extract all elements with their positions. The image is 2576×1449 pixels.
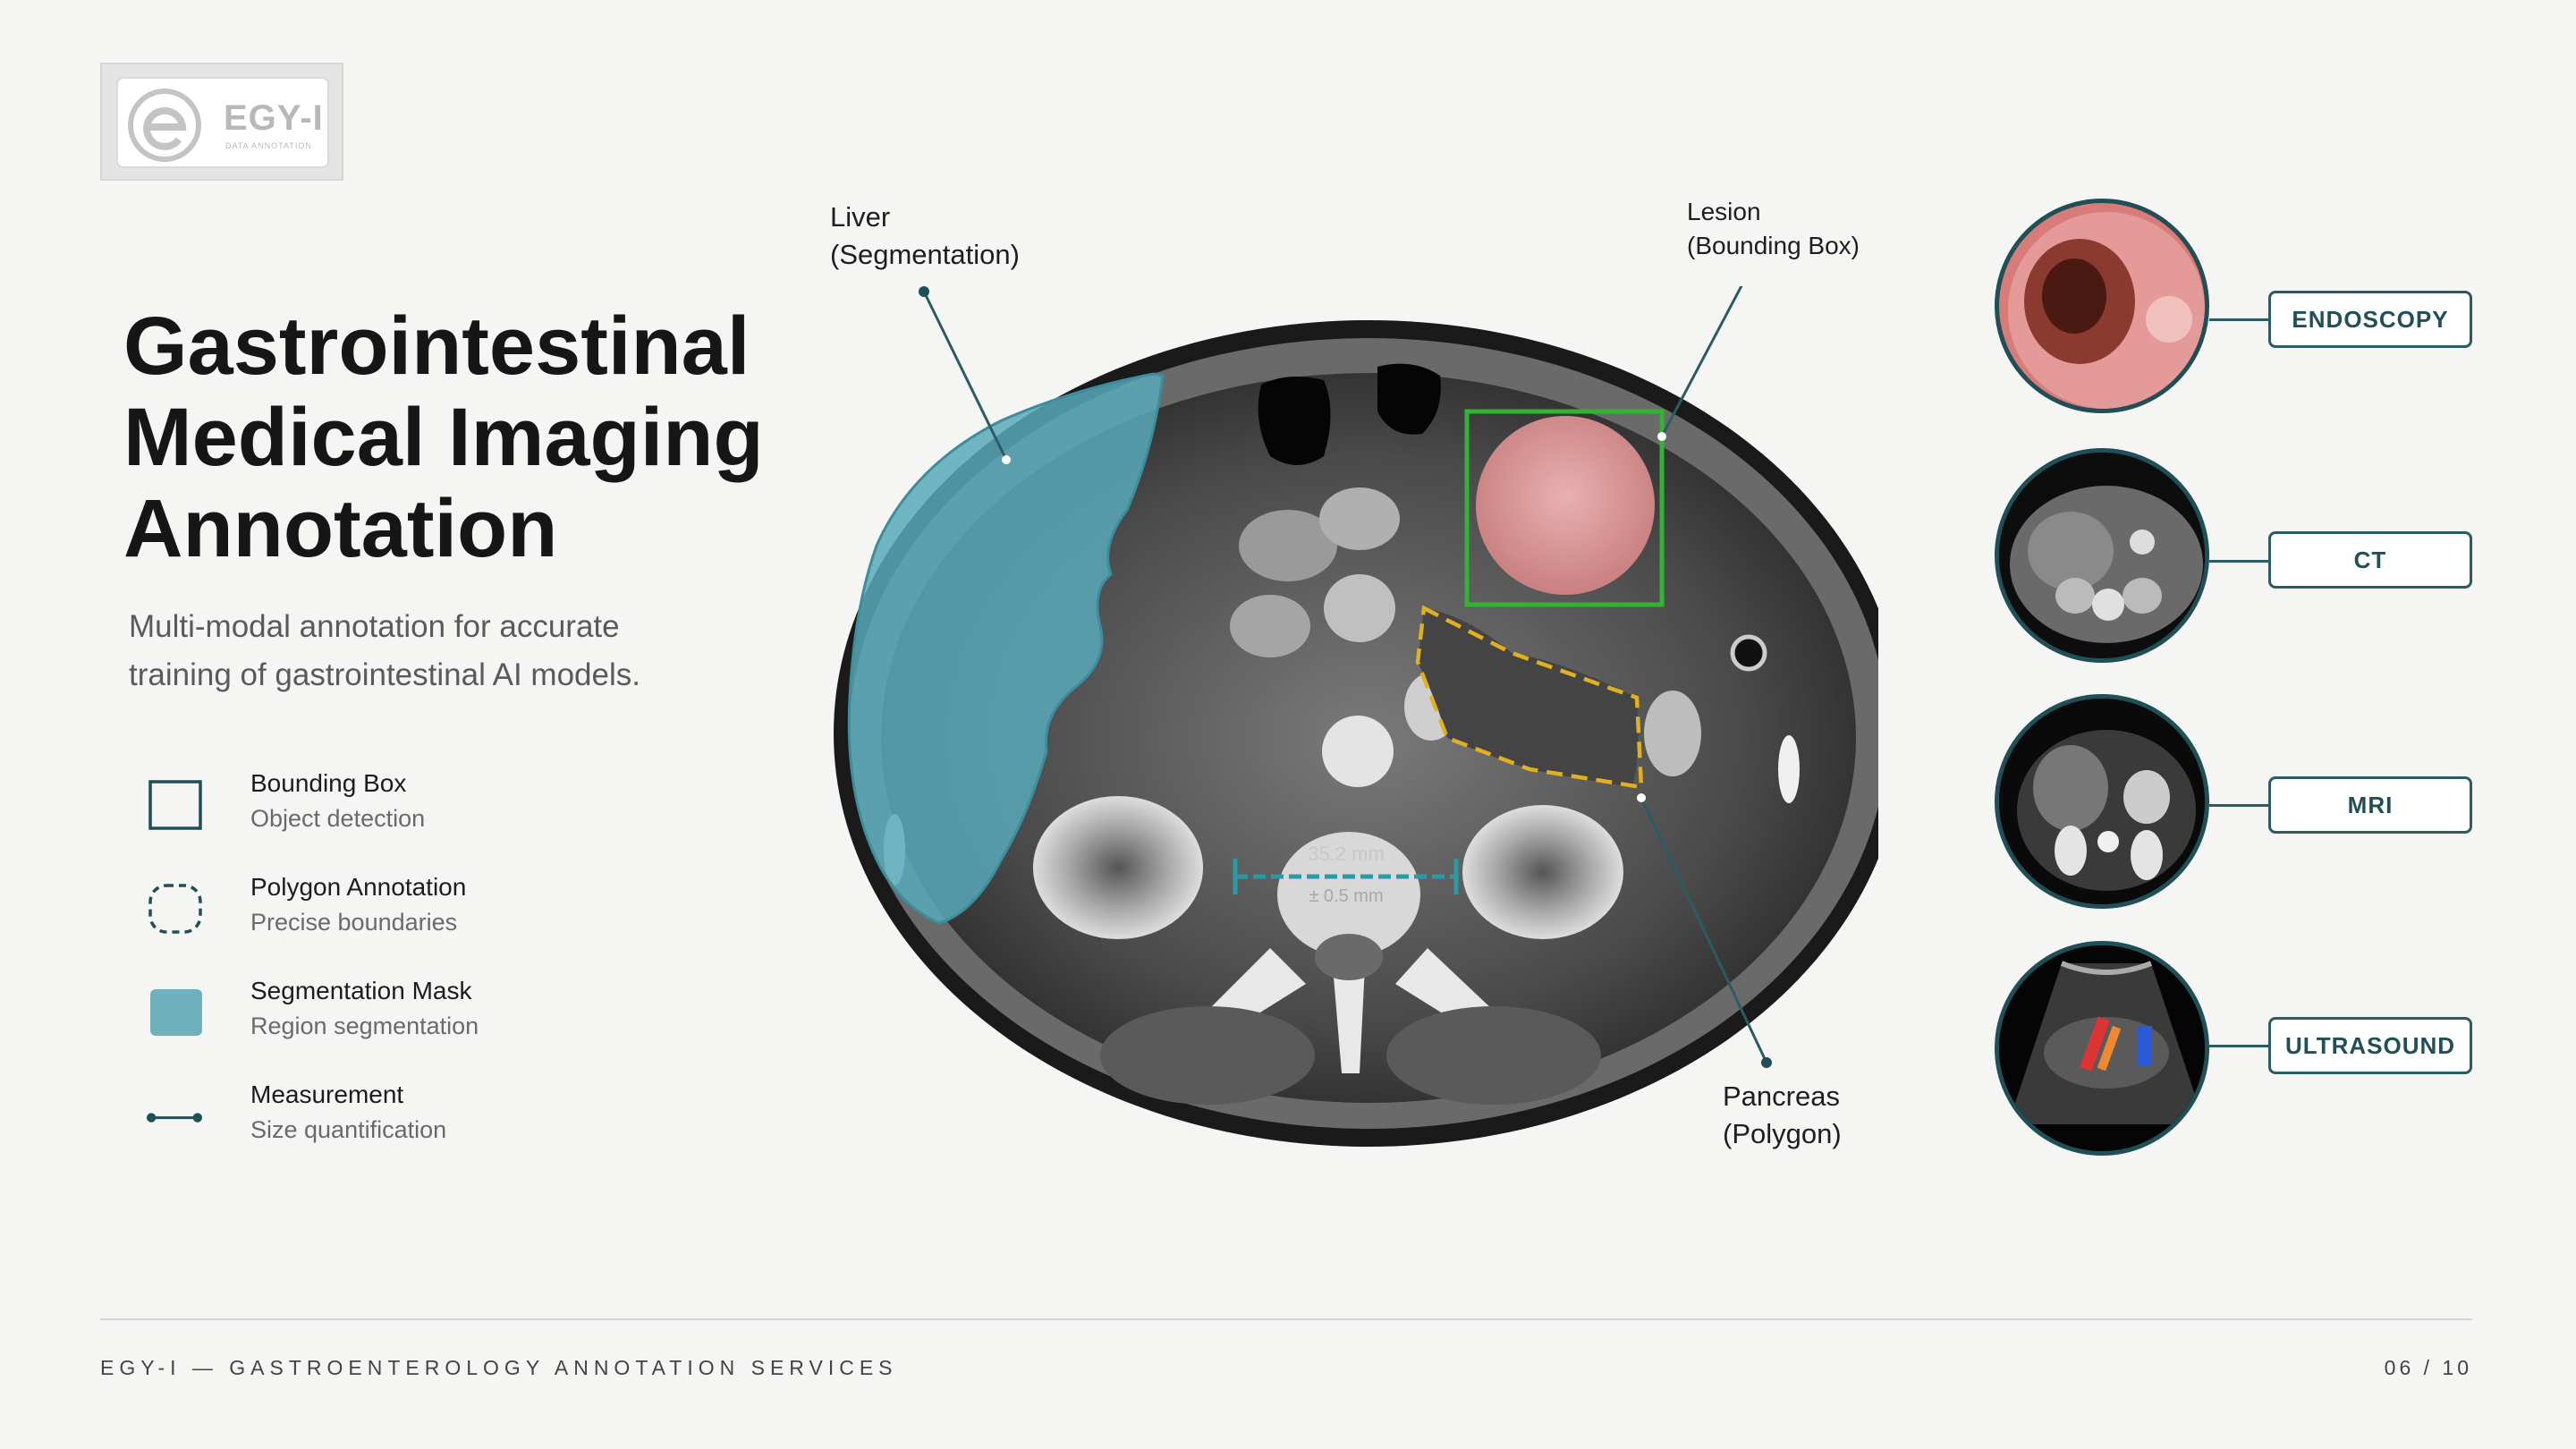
ct-left-kidney: [1462, 805, 1623, 939]
leader-dot: [1002, 455, 1011, 464]
leader-dot: [1657, 432, 1666, 441]
ct-spinal-canal: [1315, 934, 1383, 980]
callout-title: Lesion: [1687, 198, 1761, 225]
ct-spleen: [1644, 691, 1701, 776]
company-logo: EGY-I DATA ANNOTATION: [100, 63, 343, 181]
ct-bowel-loop: [1324, 574, 1395, 642]
leader-dot: [1761, 1057, 1772, 1068]
legend-desc: Size quantification: [250, 1116, 447, 1143]
ultrasound-thumbnail-image: [1999, 945, 2205, 1151]
ct-bowel-gas: [1258, 377, 1331, 465]
modality-connector: [2209, 560, 2270, 563]
ct-right-kidney: [1033, 796, 1203, 939]
modality-label-ultrasound[interactable]: ULTRASOUND: [2268, 1017, 2472, 1074]
logo-icon: [128, 89, 201, 162]
callout-title: Pancreas: [1723, 1080, 1840, 1112]
liver-segmentation-mask[interactable]: [847, 372, 1165, 925]
annotation-legend: Bounding Box Object detection Polygon An…: [143, 766, 644, 1181]
title-line-1: Gastrointestinal: [123, 301, 750, 392]
subtitle-line-2: training of gastrointestinal AI models.: [129, 657, 640, 692]
ct-colon: [1730, 634, 1767, 672]
legend-desc: Region segmentation: [250, 1013, 479, 1039]
ct-bowel-loop: [1230, 595, 1310, 657]
logo-wordmark: EGY-I: [224, 98, 324, 138]
modality-connector: [2209, 318, 2270, 321]
legend-item-polygon: Polygon Annotation Precise boundaries: [143, 869, 644, 973]
modality-connector: [2209, 804, 2270, 807]
legend-title: Segmentation Mask: [250, 977, 472, 1004]
leader-dot: [919, 286, 929, 297]
page-title: Gastrointestinal Medical Imaging Annotat…: [123, 301, 803, 574]
ct-bowel-gas: [1377, 363, 1441, 435]
pancreas-leader-line: [1640, 797, 1768, 1063]
legend-desc: Object detection: [250, 805, 426, 832]
callout-title: Liver: [830, 201, 891, 233]
ct-muscle: [1100, 1006, 1315, 1105]
bounding-box-icon: [148, 780, 202, 830]
endoscopy-image: [1999, 203, 2205, 409]
modality-label-mri[interactable]: MRI: [2268, 776, 2472, 834]
ct-scan-image: 35.2 mm ± 0.5 mm: [834, 275, 1903, 1147]
ct-bowel-loop: [1319, 487, 1400, 550]
liver-leader-line: [922, 291, 1008, 461]
subtitle-line-1: Multi-modal annotation for accurate: [129, 609, 620, 644]
legend-desc: Precise boundaries: [250, 909, 458, 936]
legend-item-segmentation: Segmentation Mask Region segmentation: [143, 973, 644, 1077]
ct-scan-figure: 35.2 mm ± 0.5 mm: [787, 275, 1903, 1154]
ct-thumbnail[interactable]: [1995, 448, 2209, 663]
logo-badge: EGY-I DATA ANNOTATION: [116, 77, 329, 168]
callout-subtitle: (Polygon): [1723, 1118, 1842, 1149]
footer-divider: [100, 1318, 2472, 1320]
mri-thumbnail-image: [1999, 699, 2205, 904]
liver-callout: Liver (Segmentation): [830, 199, 1020, 274]
footer-caption: EGY-I — GASTROENTEROLOGY ANNOTATION SERV…: [100, 1356, 898, 1379]
legend-item-measurement: Measurement Size quantification: [143, 1077, 644, 1181]
title-line-2: Medical Imaging: [123, 392, 764, 483]
measurement-value: 35.2 mm: [1308, 843, 1385, 865]
callout-subtitle: (Bounding Box): [1687, 232, 1860, 259]
measurement-uncertainty: ± 0.5 mm: [1309, 886, 1383, 906]
leader-dot: [1637, 793, 1646, 802]
ct-vertebra: [1277, 832, 1420, 957]
mri-thumbnail[interactable]: [1995, 694, 2209, 909]
page-number: 06 / 10: [2384, 1356, 2472, 1379]
pancreas: [1418, 608, 1639, 787]
measurement-icon: [147, 1113, 202, 1123]
ct-aorta: [1322, 716, 1394, 787]
logo-tagline: DATA ANNOTATION: [225, 141, 312, 150]
lesion-callout: Lesion (Bounding Box): [1687, 195, 1860, 263]
modality-label-endoscopy[interactable]: ENDOSCOPY: [2268, 291, 2472, 348]
modality-connector: [2209, 1045, 2270, 1047]
legend-title: Measurement: [250, 1080, 404, 1108]
ct-muscle: [1386, 1006, 1601, 1105]
pancreas-callout: Pancreas (Polygon): [1723, 1078, 1842, 1153]
lesion: [1476, 416, 1655, 595]
ct-spinous-process: [1333, 966, 1365, 1073]
page-subtitle: Multi-modal annotation for accurate trai…: [129, 603, 773, 699]
ultrasound-thumbnail[interactable]: [1995, 941, 2209, 1156]
legend-title: Polygon Annotation: [250, 873, 467, 901]
modality-label-ct[interactable]: CT: [2268, 531, 2472, 589]
segmentation-mask-icon: [150, 989, 202, 1036]
pancreas-polygon[interactable]: [1415, 605, 1644, 790]
endoscopy-thumbnail[interactable]: [1995, 199, 2209, 413]
lesion-bounding-box[interactable]: [1464, 409, 1665, 607]
ct-rib: [1778, 735, 1800, 803]
title-line-3: Annotation: [123, 483, 558, 574]
lesion-leader-line: [1660, 280, 1746, 437]
polygon-icon: [148, 884, 202, 934]
legend-item-bounding-box: Bounding Box Object detection: [143, 766, 644, 869]
ct-bowel-loop: [1239, 510, 1337, 581]
callout-subtitle: (Segmentation): [830, 239, 1020, 270]
legend-title: Bounding Box: [250, 769, 407, 797]
ct-thumbnail-image: [1999, 453, 2205, 658]
